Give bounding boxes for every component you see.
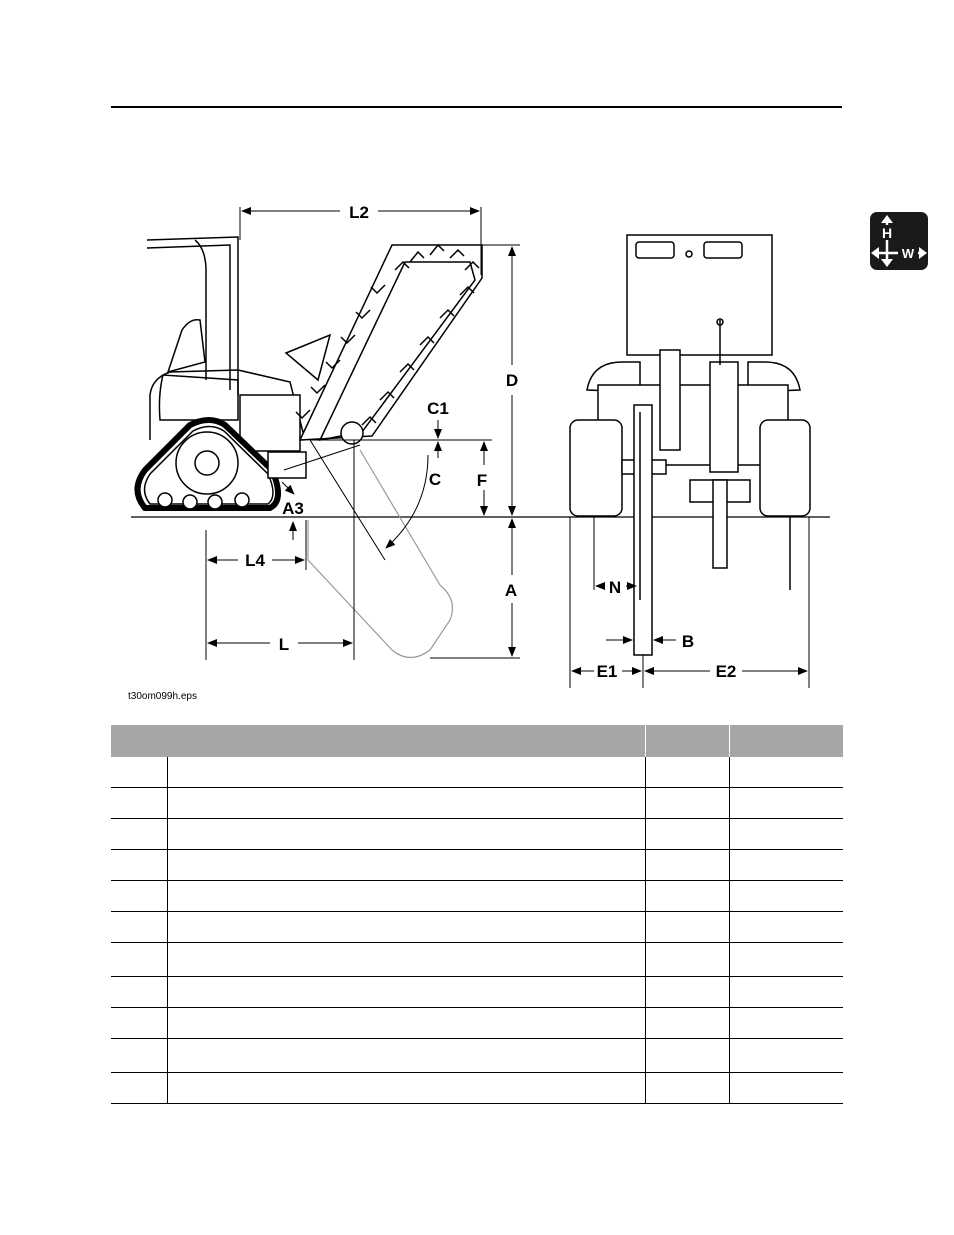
tab-h-label: H — [882, 225, 892, 241]
rear-view-machine — [569, 234, 811, 656]
table-row — [111, 787, 843, 819]
table-row — [111, 757, 843, 788]
label-c1: C1 — [427, 399, 449, 418]
table-header-cell — [728, 725, 843, 757]
label-l: L — [279, 635, 289, 654]
label-a3: A3 — [282, 499, 304, 518]
table-row — [111, 942, 843, 977]
side-view-machine — [134, 236, 483, 659]
table-header-row — [111, 725, 843, 757]
table-row — [111, 849, 843, 881]
label-a: A — [505, 581, 517, 600]
figure-caption: t30om099h.eps — [128, 691, 197, 702]
table-header-cell — [111, 725, 645, 757]
label-l4: L4 — [245, 551, 265, 570]
trencher-diagram-svg: L2 D C1 C F A3 L4 L A N B E1 E2 — [131, 203, 830, 688]
header-rule — [111, 106, 842, 108]
section-tab: H W — [870, 212, 928, 270]
table-row — [111, 880, 843, 912]
table-row — [111, 1072, 843, 1104]
dimensions-table-body — [111, 757, 843, 1104]
table-row — [111, 818, 843, 850]
table-row — [111, 976, 843, 1008]
table-row — [111, 1038, 843, 1073]
label-e2: E2 — [716, 662, 737, 681]
label-e1: E1 — [597, 662, 618, 681]
tab-w-label: W — [902, 246, 915, 261]
label-l2: L2 — [349, 203, 369, 222]
dimensions-table — [111, 725, 843, 757]
dimension-diagram: L2 D C1 C F A3 L4 L A N B E1 E2 — [131, 203, 830, 688]
label-n: N — [609, 578, 621, 597]
height-width-arrows-icon: H W — [871, 215, 927, 267]
label-d: D — [506, 371, 518, 390]
table-header-cell — [644, 725, 729, 757]
label-f: F — [477, 471, 487, 490]
label-b: B — [682, 632, 694, 651]
label-c: C — [429, 470, 441, 489]
table-row — [111, 911, 843, 943]
table-row — [111, 1007, 843, 1039]
